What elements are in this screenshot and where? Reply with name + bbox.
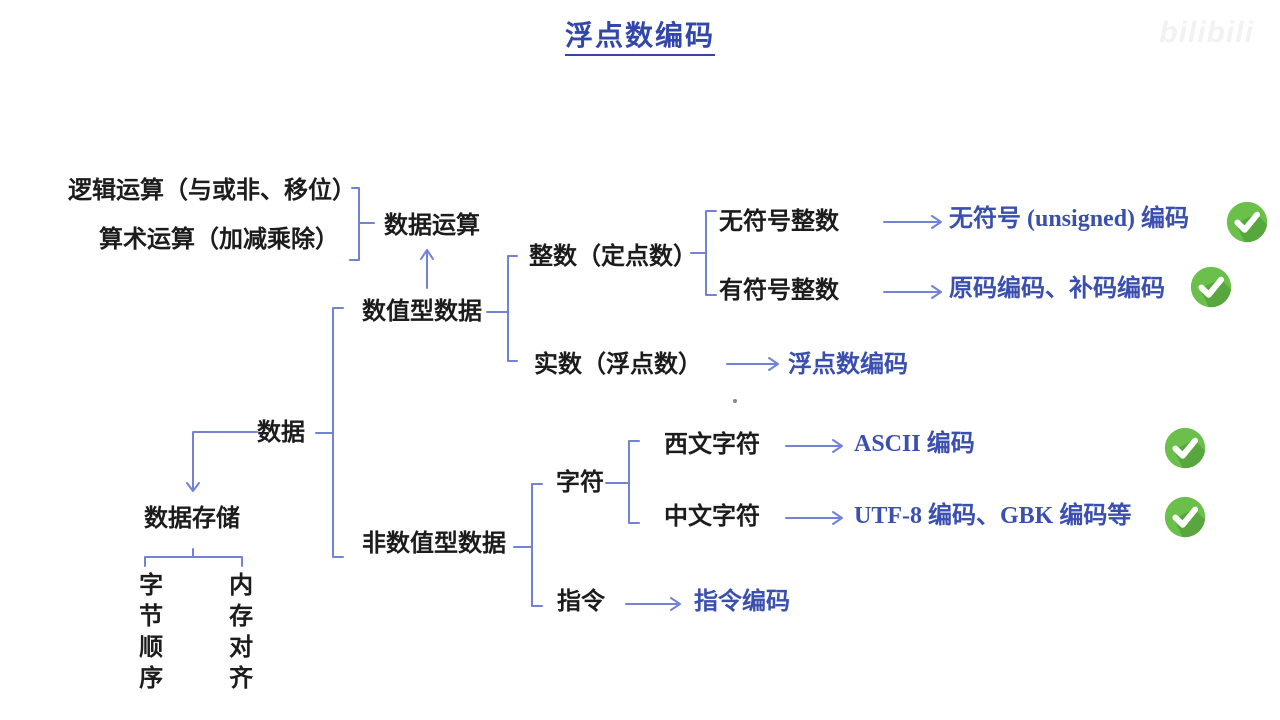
result-ascii-encoding: ASCII 编码 — [854, 431, 975, 457]
check-circle-icon — [1225, 200, 1269, 244]
node-data-storage: 数据存储 — [144, 506, 240, 532]
node-real-float: 实数（浮点数） — [534, 352, 702, 378]
check-circle-icon — [1189, 265, 1233, 309]
page-title: 浮点数编码 — [0, 14, 1280, 56]
node-numeric-data: 数值型数据 — [362, 299, 482, 325]
node-unsigned-integer: 无符号整数 — [719, 209, 839, 235]
node-western-character: 西文字符 — [664, 432, 760, 458]
node-signed-integer: 有符号整数 — [719, 278, 839, 304]
node-instruction: 指令 — [557, 589, 605, 615]
result-float-encoding: 浮点数编码 — [788, 352, 908, 378]
node-non-numeric-data: 非数值型数据 — [362, 531, 506, 557]
node-data-operation: 数据运算 — [384, 213, 480, 239]
result-instruction-encoding: 指令编码 — [694, 589, 790, 615]
node-integer-fixed: 整数（定点数） — [529, 244, 697, 270]
node-character: 字符 — [556, 470, 604, 496]
check-circle-icon — [1163, 426, 1207, 470]
node-chinese-character: 中文字符 — [664, 504, 760, 530]
result-signed-encoding: 原码编码、补码编码 — [949, 276, 1165, 302]
node-memory-align: 内存对齐 — [224, 572, 251, 696]
result-chinese-encoding: UTF-8 编码、GBK 编码等 — [854, 503, 1132, 529]
bilibili-watermark: bilibili — [1159, 16, 1254, 49]
node-logic-operation: 逻辑运算（与或非、移位） — [68, 178, 356, 204]
node-data: 数据 — [257, 420, 305, 446]
node-arithmetic-operation: 算术运算（加减乘除） — [99, 227, 339, 253]
check-circle-icon — [1163, 495, 1207, 539]
stray-dot — [733, 399, 737, 403]
result-unsigned-encoding: 无符号 (unsigned) 编码 — [949, 206, 1190, 232]
node-byte-order: 字节顺序 — [134, 572, 161, 696]
